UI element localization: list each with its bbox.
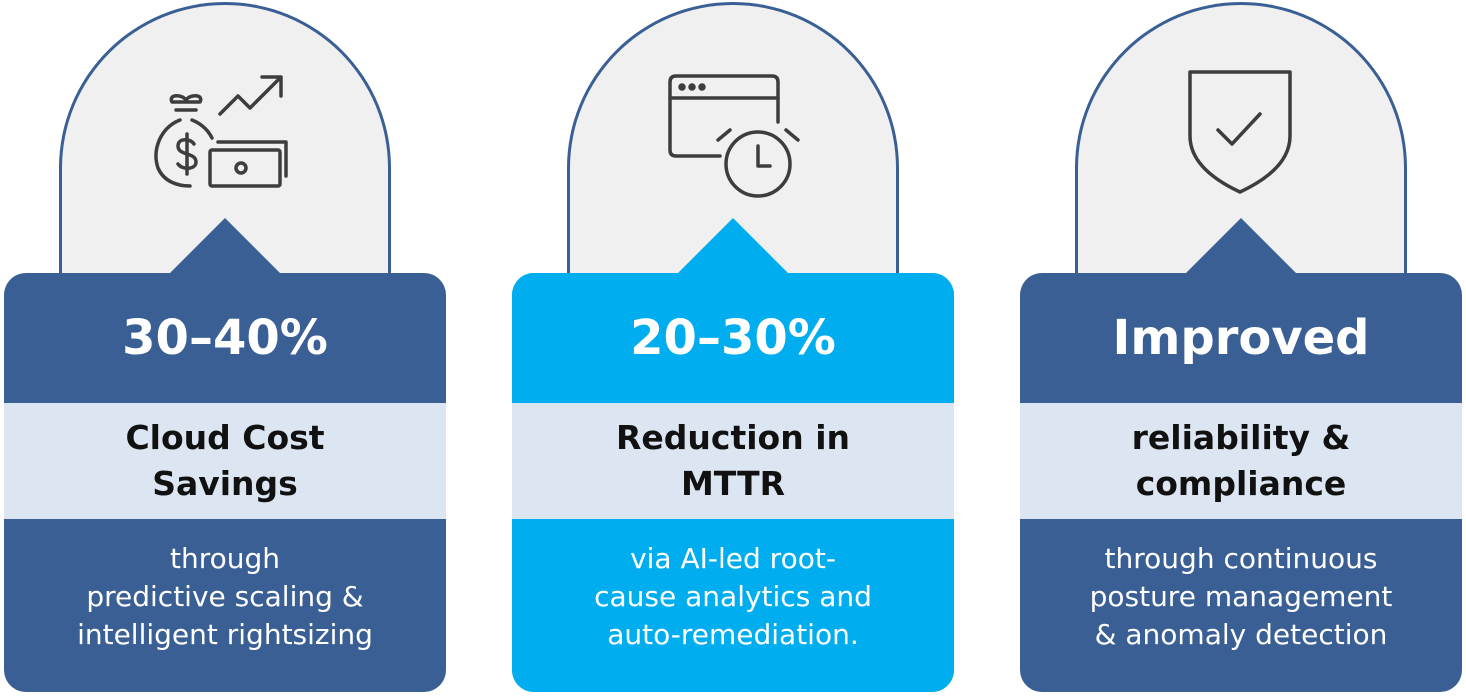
card-box: 30–40% Cloud Cost Savings through predic…	[4, 273, 446, 692]
metric-value: Improved	[1020, 273, 1462, 403]
card-reliability: Improved reliability & compliance throug…	[1020, 0, 1462, 696]
card-mttr: 20–30% Reduction in MTTR via AI-led root…	[512, 0, 954, 696]
pointer-arrow	[1181, 218, 1301, 278]
card-box: Improved reliability & compliance throug…	[1020, 273, 1462, 692]
card-cost-savings: 30–40% Cloud Cost Savings through predic…	[4, 0, 446, 696]
card-box: 20–30% Reduction in MTTR via AI-led root…	[512, 273, 954, 692]
card-label: Reduction in MTTR	[512, 403, 954, 519]
pointer-arrow	[673, 218, 793, 278]
card-label: reliability & compliance	[1020, 403, 1462, 519]
card-description: through continuous posture management & …	[1020, 519, 1462, 692]
metric-value: 30–40%	[4, 273, 446, 403]
browser-clock-icon	[668, 74, 800, 198]
shield-check-icon	[1188, 70, 1292, 194]
card-label: Cloud Cost Savings	[4, 403, 446, 519]
metric-value: 20–30%	[512, 273, 954, 403]
money-bag-growth-icon	[154, 75, 288, 188]
card-description: through predictive scaling & intelligent…	[4, 519, 446, 692]
card-description: via AI-led root- cause analytics and aut…	[512, 519, 954, 692]
pointer-arrow	[165, 218, 285, 278]
